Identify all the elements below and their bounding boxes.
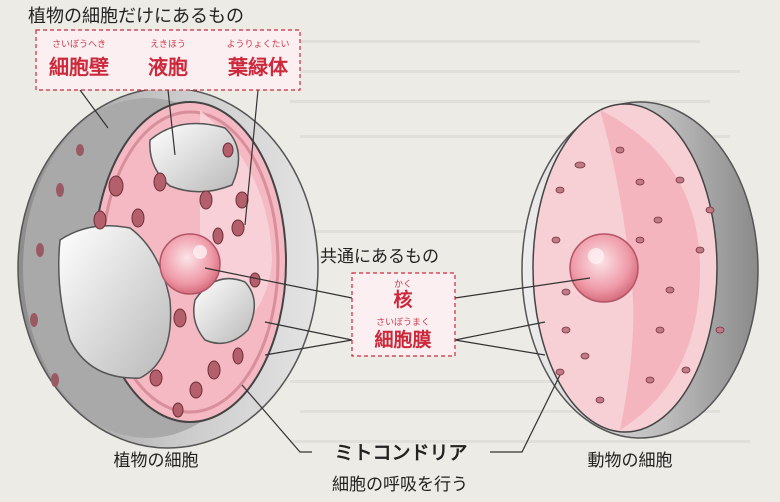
- animal-cell: [522, 102, 758, 438]
- plant-only-heading: 植物の細胞だけにあるもの: [28, 6, 244, 27]
- plant-cell-caption: 植物の細胞: [114, 451, 199, 471]
- chloroplast-ruby: ようりょくたい: [226, 39, 289, 50]
- cell-wall-label: 細胞壁: [49, 55, 109, 79]
- plant-cell: [18, 88, 318, 448]
- chloroplast-label: 葉緑体: [227, 55, 289, 79]
- common-heading: 共通にあるもの: [320, 247, 439, 267]
- cell-membrane-label: 細胞膜: [374, 328, 431, 351]
- vacuole-label: 液胞: [148, 55, 188, 79]
- cell-wall-ruby: さいぼうへき: [52, 39, 106, 50]
- animal-cell-caption: 動物の細胞: [588, 451, 673, 471]
- mitochondria-note: 細胞の呼吸を行う: [332, 475, 468, 495]
- plant-nucleus: [160, 234, 220, 294]
- animal-nucleus: [570, 234, 638, 302]
- mitochondria-label: ミトコンドリア: [334, 442, 467, 464]
- nucleus-label: 核: [393, 288, 412, 311]
- vacuole-ruby: えきほう: [150, 39, 186, 50]
- cell-membrane-ruby: さいぼうまく: [376, 317, 430, 328]
